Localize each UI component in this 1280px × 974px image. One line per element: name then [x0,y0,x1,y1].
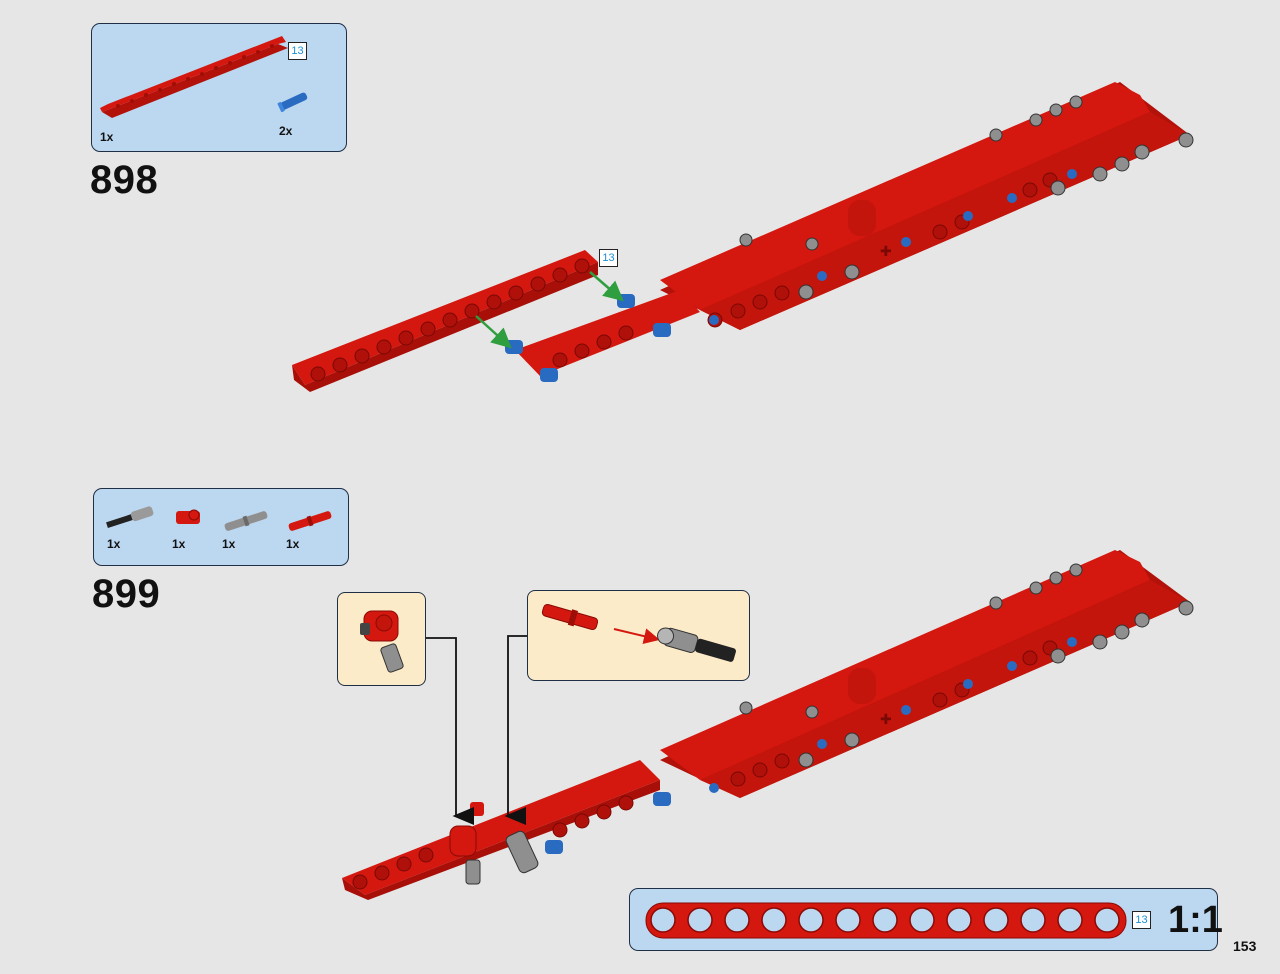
part-quantity: 1x [286,537,300,551]
parts-list-899-art [106,506,332,531]
assembly-899: ✚ [342,550,1194,900]
part-quantity: 1x [222,537,236,551]
parts-list-898: 13 1x 2x [91,23,347,152]
page-number: 153 [1233,938,1257,954]
scale-label: 1:1 [1168,899,1223,941]
assembly-898: ✚ [292,82,1194,392]
parts-list-898-art [100,36,308,118]
part-quantity: 1x [172,537,186,551]
length-indicator: 13 [1132,911,1151,929]
part-quantity: 1x [100,130,114,144]
svg-text:✚: ✚ [880,244,892,260]
sub-assembly-callout [337,592,426,686]
scale-reference: 13 1:1 [629,888,1223,951]
length-indicator: 13 [599,249,618,267]
part-quantity: 1x [107,537,121,551]
length-indicator: 13 [288,42,307,60]
svg-text:✚: ✚ [880,712,892,728]
beam-1to1-art [645,902,1127,939]
sub-assembly-callout [527,590,750,681]
step-number: 899 [92,572,161,616]
part-quantity: 2x [279,124,293,138]
axle-pin-detail-art [541,603,736,662]
step-number: 898 [90,158,159,202]
connector-detail-art [360,610,404,673]
parts-list-899: 1x 1x 1x 1x [93,488,349,566]
